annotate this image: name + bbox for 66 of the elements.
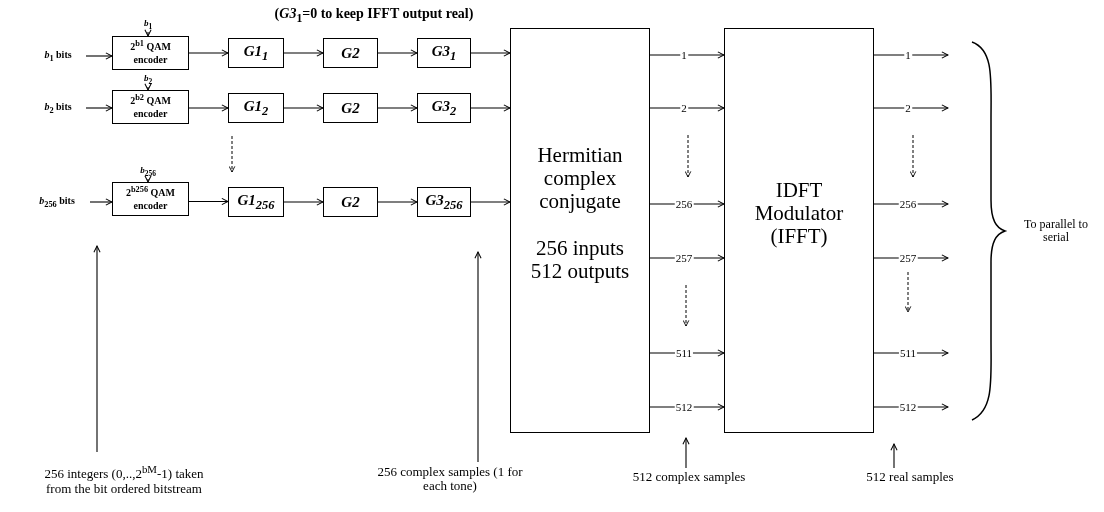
arrow [188,49,229,57]
gain-box: G2 [323,38,378,68]
gain-box: G1$_{256}$ [228,187,284,217]
edge-label: 257 [898,252,918,264]
arrow [470,49,511,57]
input-label: b$_{256}$ bits [24,195,90,209]
note-text: (G3$_{1}$=0 to keep IFFT output real) [273,7,475,25]
arrow [377,198,418,206]
arrow [283,104,324,112]
gain-box: G1$_{2}$ [228,93,284,123]
arrow [283,49,324,57]
edge-label: 2 [904,102,912,114]
process-box: IDFT Modulator (IFFT) [724,28,874,433]
arrow [144,29,152,37]
annotation-text: 512 complex samples [608,468,770,486]
arrow [377,104,418,112]
edge-label: 512 [898,401,918,413]
arrow [89,198,113,206]
box-title: Hermitian complex conjugate [536,144,624,214]
arrow [470,104,511,112]
edge-label: 512 [674,401,694,413]
arrow [682,437,690,469]
edge-label: 511 [898,347,918,359]
arrow [873,104,949,112]
arrow [93,245,101,453]
input-label: b$_{2}$ bits [30,101,86,115]
edge-label: 256 [898,198,918,210]
arrow [474,251,482,463]
gain-box: G2 [323,187,378,217]
encoder-box: 2$^{b256}$ QAM encoder [112,182,189,216]
annotation-text: 256 integers (0,..,2$^{bM}$-1) taken from the bit ordered bitstream [36,452,212,508]
arrow [873,51,949,59]
gain-box: G3$_{256}$ [417,187,471,217]
arrow [377,49,418,57]
bit-count-label: b$_{2}$ [134,74,162,87]
arrow [85,104,113,112]
edge-label: 511 [674,347,694,359]
encoder-box: 2$^{b2}$ QAM encoder [112,90,189,124]
edge-label: 256 [674,198,694,210]
bit-count-label: b$_{1}$ [134,19,162,32]
arrow [188,104,229,112]
output-label: To parallel to serial [1023,215,1089,246]
edge-label: 257 [674,252,694,264]
process-box [510,28,650,433]
arrow [283,198,324,206]
arrow [890,443,898,469]
input-label: b$_{1}$ bits [30,49,86,63]
bit-count-label: b$_{256}$ [132,166,164,179]
arrow [470,198,511,206]
encoder-box: 2$^{b1}$ QAM encoder [112,36,189,70]
annotation-text: 512 real samples [848,468,972,486]
edge-label: 2 [680,102,688,114]
arrow [85,52,113,60]
edge-label: 1 [680,49,688,61]
arrow [188,197,229,206]
annotation-text: 256 complex samples (1 for each tone) [376,462,524,496]
gain-box: G3$_{2}$ [417,93,471,123]
edge-label: 1 [904,49,912,61]
gain-box: G2 [323,93,378,123]
arrow [144,83,152,91]
arrow [649,104,725,112]
box-detail: 256 inputs 512 outputs [529,237,631,284]
gain-box: G3$_{1}$ [417,38,471,68]
arrow [649,51,725,59]
arrow [144,175,152,183]
gain-box: G1$_{1}$ [228,38,284,68]
